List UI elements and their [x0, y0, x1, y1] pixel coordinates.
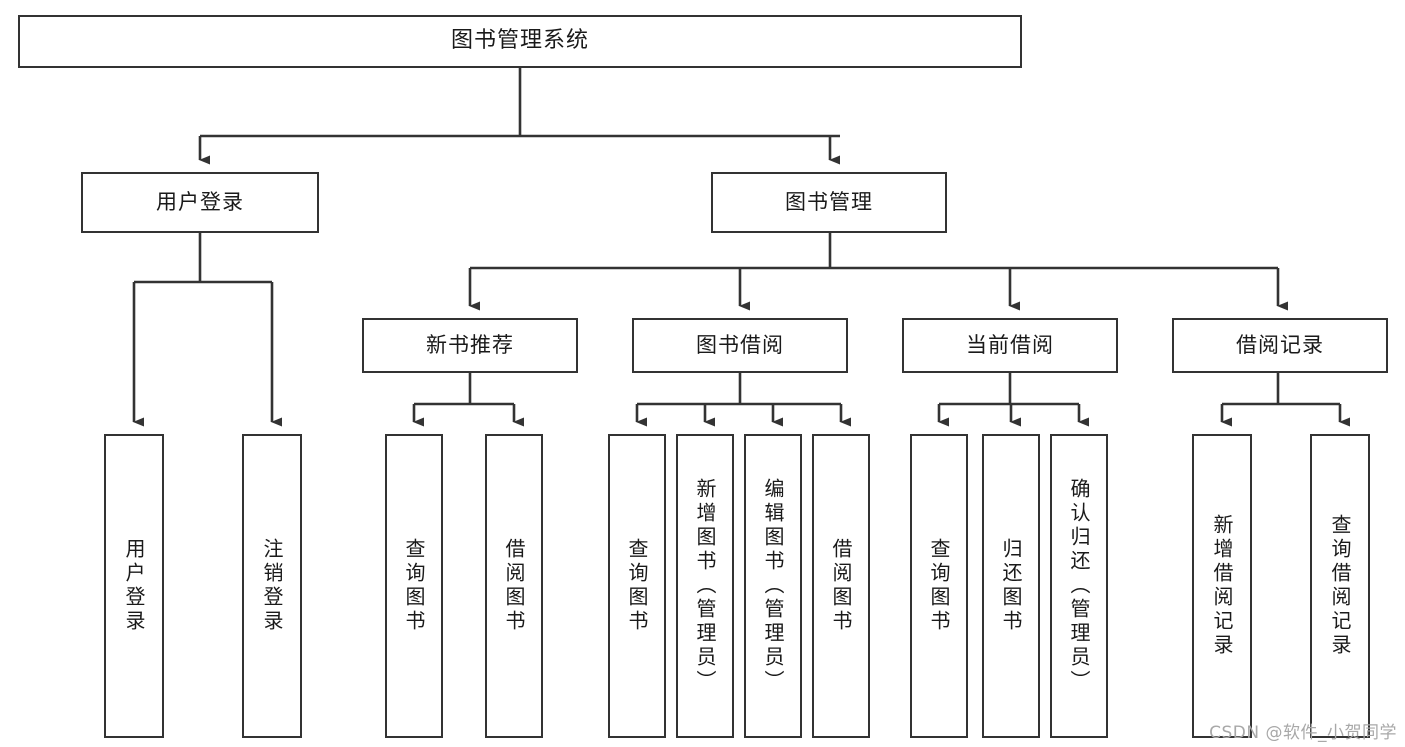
leaf-query-book-recommend-label: 查询图书: [402, 538, 426, 634]
leaf-confirm-return-admin-label: 确认归还（管理员）: [1067, 478, 1091, 694]
leaf-query-book-recommend[interactable]: 查询图书: [385, 434, 443, 738]
node-book-management[interactable]: 图书管理: [711, 172, 947, 233]
leaf-user-login-label: 用户登录: [122, 538, 146, 634]
node-root-label: 图书管理系统: [450, 28, 589, 54]
watermark-text: CSDN @软件_小贺同学: [1209, 723, 1397, 743]
leaf-return-book-label: 归还图书: [999, 538, 1023, 634]
leaf-add-borrow-record-label: 新增借阅记录: [1210, 514, 1234, 658]
node-current-borrow[interactable]: 当前借阅: [902, 318, 1118, 373]
leaf-return-book[interactable]: 归还图书: [982, 434, 1040, 738]
leaf-logout[interactable]: 注销登录: [242, 434, 302, 738]
leaf-query-borrow-record-label: 查询借阅记录: [1328, 514, 1352, 658]
node-root-system[interactable]: 图书管理系统: [18, 15, 1022, 68]
node-book-management-label: 图书管理: [785, 189, 873, 214]
leaf-add-book-admin-label: 新增图书（管理员）: [693, 478, 717, 694]
leaf-logout-label: 注销登录: [260, 538, 284, 634]
leaf-query-book-borrow-label: 查询图书: [625, 538, 649, 634]
leaf-query-book-borrow[interactable]: 查询图书: [608, 434, 666, 738]
node-borrow-record-label: 借阅记录: [1236, 332, 1324, 357]
leaf-add-book-admin[interactable]: 新增图书（管理员）: [676, 434, 734, 738]
leaf-query-book-current-label: 查询图书: [927, 538, 951, 634]
node-user-login-label: 用户登录: [156, 189, 244, 214]
node-current-borrow-label: 当前借阅: [966, 332, 1054, 357]
node-book-borrow[interactable]: 图书借阅: [632, 318, 848, 373]
leaf-edit-book-admin[interactable]: 编辑图书（管理员）: [744, 434, 802, 738]
leaf-borrow-book-recommend[interactable]: 借阅图书: [485, 434, 543, 738]
node-borrow-record[interactable]: 借阅记录: [1172, 318, 1388, 373]
leaf-borrow-book-label: 借阅图书: [829, 538, 853, 634]
leaf-query-borrow-record[interactable]: 查询借阅记录: [1310, 434, 1370, 738]
leaf-borrow-book-recommend-label: 借阅图书: [502, 538, 526, 634]
node-new-book-recommend-label: 新书推荐: [426, 332, 514, 357]
leaf-edit-book-admin-label: 编辑图书（管理员）: [761, 478, 785, 694]
node-user-login[interactable]: 用户登录: [81, 172, 319, 233]
node-book-borrow-label: 图书借阅: [696, 332, 784, 357]
leaf-add-borrow-record[interactable]: 新增借阅记录: [1192, 434, 1252, 738]
leaf-borrow-book[interactable]: 借阅图书: [812, 434, 870, 738]
leaf-query-book-current[interactable]: 查询图书: [910, 434, 968, 738]
leaf-user-login[interactable]: 用户登录: [104, 434, 164, 738]
leaf-confirm-return-admin[interactable]: 确认归还（管理员）: [1050, 434, 1108, 738]
node-new-book-recommend[interactable]: 新书推荐: [362, 318, 578, 373]
